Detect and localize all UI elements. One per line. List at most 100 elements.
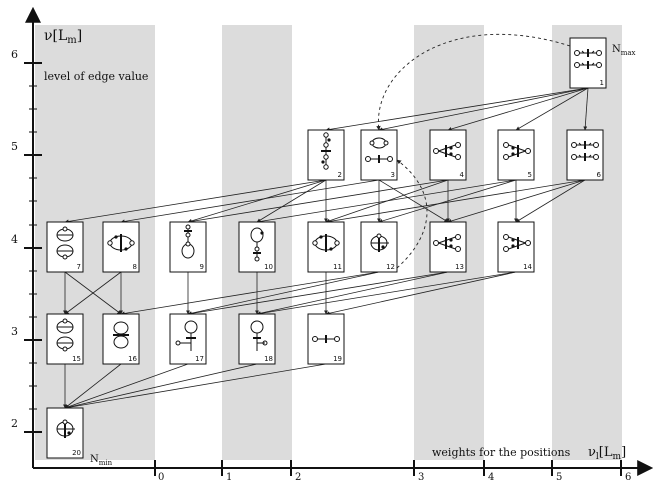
nmax-label: Nmax [612,44,636,57]
node-glyph-icon [56,318,74,352]
edge-arrow [378,179,517,223]
edge-arrow [447,87,589,131]
node-number: 12 [386,263,395,271]
node-10: 10 [238,221,276,273]
node-glyph-icon [571,141,599,161]
edge-arrow [120,271,380,316]
node-9: 9 [169,221,207,273]
edges [63,87,589,410]
node-glyph-icon [312,234,340,252]
x-tick-label: 4 [488,472,494,483]
edge-arrow [583,87,589,131]
node-glyph-icon [312,335,340,343]
node-number: 10 [264,263,273,271]
node-1: 1 [569,37,607,89]
edge-arrow [447,179,586,223]
node-glyph-icon [370,233,389,252]
node-14: 14 [497,221,535,273]
x-tick-label: 5 [556,472,562,483]
weights-for-positions-label: weights for the positions [432,446,571,459]
node-glyph-icon [365,137,393,163]
node-glyph-icon [181,224,195,259]
node-number: 5 [528,171,532,179]
edge-arrow [325,271,517,316]
node-glyph-icon [250,320,268,351]
node-number: 20 [72,449,81,457]
node-2: 2 [307,129,345,181]
node-13: 13 [429,221,467,273]
node-16: 16 [102,313,140,365]
node-glyph-icon [175,320,198,351]
edge-arrow [515,87,589,131]
node-number: 11 [333,263,342,271]
edge-arrow [256,179,327,223]
node-7: 7 [46,221,84,273]
node-glyph-icon [433,142,461,160]
node-glyph-icon [107,234,135,252]
edge-arrow [256,271,449,316]
edge-arrow [64,363,122,409]
edge-arrow [256,271,517,316]
node-number: 18 [264,355,273,363]
node-glyph-icon [574,49,602,69]
node-number: 13 [455,263,464,271]
node-20: 20 [46,407,84,459]
x-axis-title: νl[Lm] [588,445,626,462]
node-glyph-icon [250,227,264,262]
node-5: 5 [497,129,535,181]
node-glyph-icon [321,132,331,170]
node-3: 3 [360,129,398,181]
node-15: 15 [46,313,84,365]
node-glyph-icon [56,226,74,260]
node-number: 2 [338,171,342,179]
edge-arrow [378,179,449,223]
edge-arrow [64,271,122,315]
y-tick-label: 6 [11,48,18,61]
x-tick-label: 6 [625,472,631,483]
node-glyph-icon [56,419,75,438]
x-tick-label: 3 [418,472,424,483]
x-tick-label: 1 [226,472,232,483]
node-4: 4 [429,129,467,181]
dashed-edges [376,34,571,269]
x-tick-label: 0 [158,472,164,483]
edge-arrow [187,179,449,224]
node-number: 4 [460,171,465,179]
y-tick-label: 2 [11,417,18,430]
node-number: 17 [195,355,204,363]
node-11: 11 [307,221,345,273]
node-12: 12 [360,221,398,273]
node-glyph-icon [503,142,531,160]
node-number: 1 [600,79,604,87]
dashed-edge [376,34,571,131]
node-8: 8 [102,221,140,273]
node-glyph-icon [113,321,129,349]
edge-arrow [64,363,189,409]
node-18: 18 [238,313,276,365]
node-17: 17 [169,313,207,365]
edge-arrow [64,363,258,410]
y-tick-label: 3 [11,325,18,338]
edge-arrow [256,179,517,224]
edge-arrow [64,363,327,410]
x-tick-labels: 0 1 2 3 4 5 6 [158,472,631,483]
nmin-label: Nmin [90,454,113,467]
y-minor-ticks [29,85,37,410]
node-number: 8 [133,263,137,271]
node-glyph-icon [503,234,531,252]
node-number: 16 [128,355,137,363]
edge-arrow [187,179,327,223]
edge-arrow [378,87,589,132]
node-number: 6 [597,171,602,179]
node-number: 9 [200,263,204,271]
x-ticks [154,460,622,476]
node-box [46,221,84,273]
node-19: 19 [307,313,345,365]
edge-arrow [64,179,327,224]
y-tick-label: 5 [11,140,18,153]
node-number: 3 [391,171,395,179]
edge-arrow [325,87,589,132]
